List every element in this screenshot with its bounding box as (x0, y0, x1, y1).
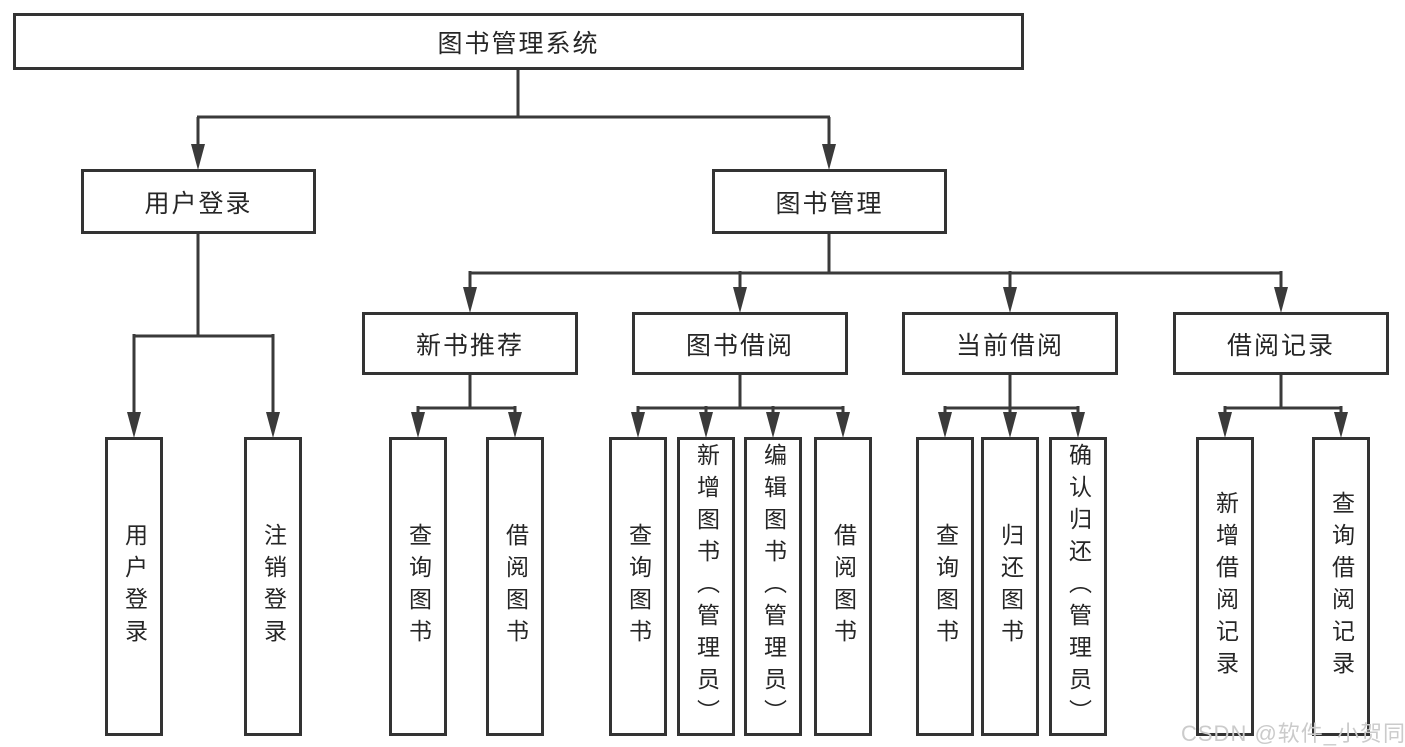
node-user-login: 用户登录 (81, 169, 316, 234)
node-new-book-recommend: 新书推荐 (362, 312, 578, 375)
leaf-user-login: 用户登录 (105, 437, 163, 736)
arrowheads (127, 144, 1348, 438)
vertical-label: 用户登录 (121, 522, 148, 651)
vertical-label: 确认归还（管理员） (1065, 442, 1092, 731)
vertical-label: 借阅图书 (502, 522, 529, 651)
vertical-label: 查询借阅记录 (1328, 490, 1355, 683)
vertical-label: 归还图书 (997, 522, 1024, 651)
leaf-query-books-current: 查询图书 (916, 437, 974, 736)
leaf-borrow-books: 借阅图书 (814, 437, 872, 736)
leaf-borrow-books-recommend: 借阅图书 (486, 437, 544, 736)
vertical-label: 借阅图书 (830, 522, 857, 651)
vertical-label: 编辑图书（管理员） (760, 442, 787, 731)
vertical-label: 查询图书 (625, 522, 652, 651)
connector-edges (132, 70, 1343, 414)
vertical-label: 查询图书 (932, 522, 959, 651)
node-current-borrowing: 当前借阅 (902, 312, 1118, 375)
leaf-add-borrow-record: 新增借阅记录 (1196, 437, 1254, 736)
leaf-logout-login: 注销登录 (244, 437, 302, 736)
vertical-label: 新增图书（管理员） (693, 442, 720, 731)
leaf-add-book-admin: 新增图书（管理员） (677, 437, 735, 736)
leaf-return-books: 归还图书 (981, 437, 1039, 736)
leaf-confirm-return-admin: 确认归还（管理员） (1049, 437, 1107, 736)
leaf-query-borrow-record: 查询借阅记录 (1312, 437, 1370, 736)
leaf-query-books-recommend: 查询图书 (389, 437, 447, 736)
csdn-watermark: CSDN @软件_小贺同学 (1181, 721, 1405, 746)
vertical-label: 注销登录 (260, 522, 287, 651)
vertical-label: 查询图书 (405, 522, 432, 651)
node-book-borrowing: 图书借阅 (632, 312, 848, 375)
vertical-label: 新增借阅记录 (1212, 490, 1239, 683)
node-book-management: 图书管理 (712, 169, 947, 234)
node-library-system: 图书管理系统 (13, 13, 1024, 70)
leaf-edit-book-admin: 编辑图书（管理员） (744, 437, 802, 736)
leaf-query-books-borrow: 查询图书 (609, 437, 667, 736)
node-borrowing-records: 借阅记录 (1173, 312, 1389, 375)
